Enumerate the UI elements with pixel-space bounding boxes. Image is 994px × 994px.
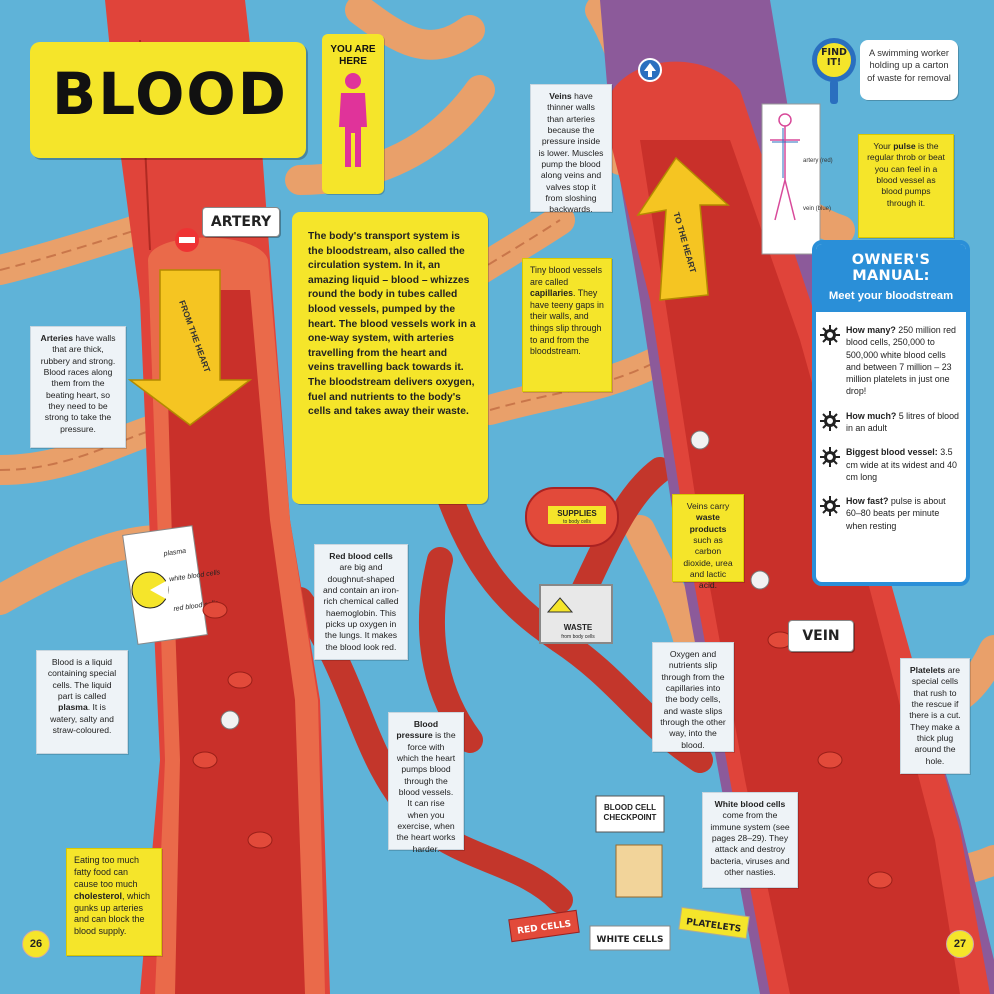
you-are-here-line2: HERE	[339, 55, 367, 67]
white-blood-cells	[220, 430, 770, 730]
red-blood-cells	[192, 511, 893, 889]
svg-text:artery (red): artery (red)	[803, 158, 833, 164]
svg-text:WHITE CELLS: WHITE CELLS	[597, 935, 664, 945]
waste-truck: WASTE from body cells	[539, 584, 613, 644]
you-are-here-line1: YOU ARE	[330, 44, 376, 55]
title-panel: BLOOD	[30, 42, 306, 158]
artery-label: ARTERY	[202, 207, 280, 237]
supplies-tanker: SUPPLIES to body cells	[525, 487, 619, 547]
no-entry-sign	[175, 228, 199, 252]
up-arrow-sign	[638, 58, 662, 82]
manual-fact: How fast? pulse is about 60–80 beats per…	[820, 495, 960, 532]
svg-text:plasma: plasma	[162, 548, 186, 558]
manual-fact: How many? 250 million red blood cells, 2…	[820, 324, 960, 398]
supplies-sublabel: to body cells	[563, 519, 591, 525]
body-diagram: artery (red) vein (blue)	[761, 103, 833, 255]
find-it-badge: FIND IT!	[810, 36, 858, 106]
checkpoint-booth: BLOOD CELL CHECKPOINT	[595, 795, 665, 898]
artery-vessel	[105, 0, 330, 994]
platelets-note: Platelets are special cells that rush to…	[900, 658, 970, 774]
find-it-line1: FIND	[821, 47, 847, 58]
capillaries-note: Tiny blood vessels are called capillarie…	[522, 258, 612, 392]
intro-text: The body's transport system is the blood…	[292, 212, 488, 504]
blood-cell-icon	[820, 325, 840, 345]
vein-label: VEIN	[788, 620, 854, 652]
platelets-sign: PLATELETS	[678, 906, 750, 940]
waste-label: WASTE	[564, 623, 593, 632]
pulse-note: Your pulse is the regular throb or beat …	[858, 134, 954, 238]
arteries-note: Arteries have walls that are thick, rubb…	[30, 326, 126, 448]
owners-manual-subheading: Meet your bloodstream	[828, 290, 954, 302]
blood-cell-icon	[820, 447, 840, 468]
manual-fact: Biggest blood vessel: 3.5 cm wide at its…	[820, 446, 960, 483]
manual-fact: How much? 5 litres of blood in an adult	[820, 410, 960, 435]
person-icon	[339, 73, 367, 167]
page-number-right: 27	[946, 930, 974, 958]
magnifier-icon	[812, 38, 856, 104]
white-cells-sign: WHITE CELLS	[589, 925, 671, 951]
page-title: BLOOD	[52, 60, 288, 128]
red-cells-sign: RED CELLS	[508, 909, 580, 943]
waste-sublabel: from body cells	[561, 634, 595, 640]
blood-cell-icon	[820, 496, 840, 517]
supplies-label: SUPPLIES	[557, 509, 597, 518]
capillary	[345, 0, 485, 60]
blood-cell-icon	[820, 410, 840, 431]
svg-text:vein (blue): vein (blue)	[803, 206, 831, 212]
white-cells-note: White blood cells come from the immune s…	[702, 792, 798, 888]
cholesterol-note: Eating too much fatty food can cause too…	[66, 848, 162, 956]
veins-note: Veins have thinner walls than arteries b…	[530, 84, 612, 214]
blood-liquid-note: Blood is a liquid containing special cel…	[36, 650, 128, 754]
from-heart-arrow	[127, 269, 253, 426]
blood-pressure-note: Blood pressure is the force with which t…	[388, 712, 464, 854]
oxygen-note: Oxygen and nutrients slip through from t…	[652, 642, 734, 752]
find-it-text: A swimming worker holding up a carton of…	[860, 40, 958, 100]
owners-manual-heading: OWNER'S MANUAL:	[851, 252, 931, 284]
waste-products-note: Veins carry waste products such as carbo…	[672, 494, 744, 590]
page-number-left: 26	[22, 930, 50, 958]
owners-manual-panel: OWNER'S MANUAL: Meet your bloodstream Ho…	[812, 240, 970, 586]
checkpoint-line2: CHECKPOINT	[604, 813, 657, 822]
to-heart-arrow	[636, 156, 730, 301]
find-it-line2: IT!	[826, 57, 842, 69]
red-cells-note: Red blood cells are big and doughnut-sha…	[314, 544, 408, 660]
checkpoint-line1: BLOOD CELL	[604, 803, 656, 812]
owners-manual-header: OWNER'S MANUAL: Meet your bloodstream	[816, 244, 966, 312]
